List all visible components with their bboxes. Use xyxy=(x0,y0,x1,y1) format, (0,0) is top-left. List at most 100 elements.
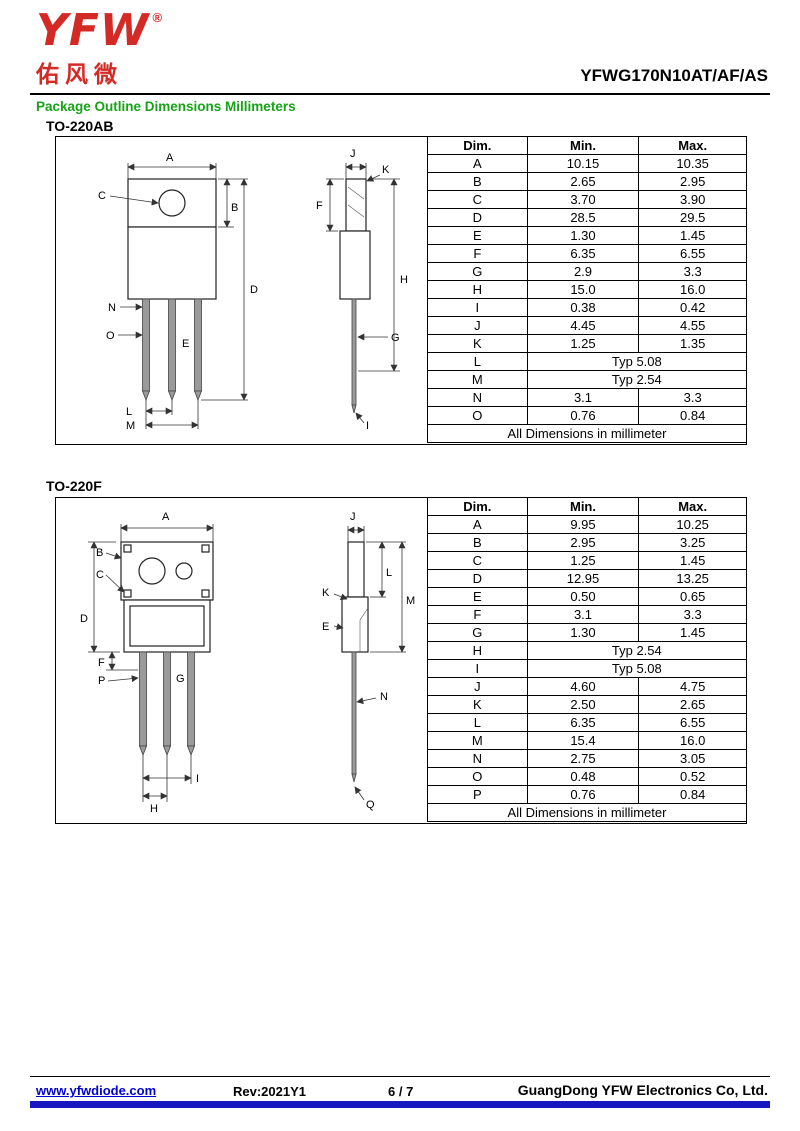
dim-cell: N xyxy=(427,749,528,768)
dim-cell: L xyxy=(427,713,528,732)
dim-cell: L xyxy=(427,352,528,371)
page-number: 6 / 7 xyxy=(388,1084,414,1099)
min-cell: 6.35 xyxy=(526,713,640,732)
dim-cell: J xyxy=(427,316,528,335)
max-cell: 2.65 xyxy=(638,695,747,714)
package-body xyxy=(339,178,371,414)
max-cell: 16.0 xyxy=(638,731,747,750)
max-cell: 3.25 xyxy=(638,533,747,552)
max-cell: 0.84 xyxy=(638,406,747,425)
dim-label-A: A xyxy=(162,511,170,523)
max-cell: 1.45 xyxy=(638,551,747,570)
table-header-row: Dim.Min.Max. xyxy=(427,497,747,516)
dim-label-L: L xyxy=(386,567,392,579)
min-cell: 2.65 xyxy=(526,172,640,191)
dim-cell: K xyxy=(427,334,528,353)
max-cell: 1.35 xyxy=(638,334,747,353)
dimension-lines xyxy=(333,526,406,801)
max-cell: 29.5 xyxy=(638,208,747,227)
dim-label-I: I xyxy=(366,420,369,432)
dim-cell: G xyxy=(427,262,528,281)
table-header-cell: Max. xyxy=(638,497,747,516)
dim-label-M: M xyxy=(126,420,135,432)
min-cell: 1.30 xyxy=(526,623,640,642)
dim-label-F: F xyxy=(98,657,105,669)
dim-label-F: F xyxy=(316,200,323,212)
table-header-cell: Dim. xyxy=(427,497,528,516)
dim-cell: C xyxy=(427,551,528,570)
dim-cell: B xyxy=(427,533,528,552)
dim-cell: H xyxy=(427,280,528,299)
website-link[interactable]: www.yfwdiode.com xyxy=(36,1083,157,1098)
table-header-cell: Max. xyxy=(638,136,747,155)
max-cell: 16.0 xyxy=(638,280,747,299)
dim-cell: M xyxy=(427,370,528,389)
dim-cell: E xyxy=(427,226,528,245)
package-body xyxy=(341,541,369,783)
registered-mark-icon: ® xyxy=(152,10,163,25)
min-cell: 1.30 xyxy=(526,226,640,245)
min-cell: 2.95 xyxy=(526,533,640,552)
dim-cell: E xyxy=(427,587,528,606)
dim-cell: H xyxy=(427,641,528,660)
dim-label-M: M xyxy=(406,595,415,607)
revision-label: Rev:2021Y1 xyxy=(233,1084,306,1099)
dim-cell: A xyxy=(427,154,528,173)
logo-text: YFW xyxy=(36,5,150,56)
typ-cell: Typ 5.08 xyxy=(526,352,748,371)
dim-cell: P xyxy=(427,785,528,804)
min-cell: 3.1 xyxy=(526,605,640,624)
min-cell: 4.45 xyxy=(526,316,640,335)
max-cell: 4.55 xyxy=(638,316,747,335)
dim-cell: D xyxy=(427,208,528,227)
logo-chinese: 佑风微 xyxy=(36,61,123,87)
min-cell: 10.15 xyxy=(526,154,640,173)
min-cell: 2.75 xyxy=(526,749,640,768)
table-footer-row: All Dimensions in millimeter xyxy=(427,424,747,443)
min-cell: 4.60 xyxy=(526,677,640,696)
package-body xyxy=(127,178,217,402)
min-cell: 0.76 xyxy=(526,406,640,425)
package-body xyxy=(120,541,214,757)
dim-label-C: C xyxy=(98,190,106,202)
max-cell: 0.52 xyxy=(638,767,747,786)
table-footer-cell: All Dimensions in millimeter xyxy=(427,803,747,822)
min-cell: 12.95 xyxy=(526,569,640,588)
dimension-lines xyxy=(109,163,248,429)
header-rule xyxy=(30,93,770,95)
dim-label-Q: Q xyxy=(366,799,375,811)
dim-label-K: K xyxy=(382,164,390,176)
dim-cell: A xyxy=(427,515,528,534)
dim-cell: O xyxy=(427,767,528,786)
max-cell: 3.3 xyxy=(638,605,747,624)
dim-label-E: E xyxy=(322,621,329,633)
package-title-to220ab: TO-220AB xyxy=(46,118,114,134)
max-cell: 2.95 xyxy=(638,172,747,191)
section-title: Package Outline Dimensions Millimeters xyxy=(36,99,296,114)
dim-label-J: J xyxy=(350,148,356,160)
dim-label-E: E xyxy=(182,338,189,350)
max-cell: 0.84 xyxy=(638,785,747,804)
